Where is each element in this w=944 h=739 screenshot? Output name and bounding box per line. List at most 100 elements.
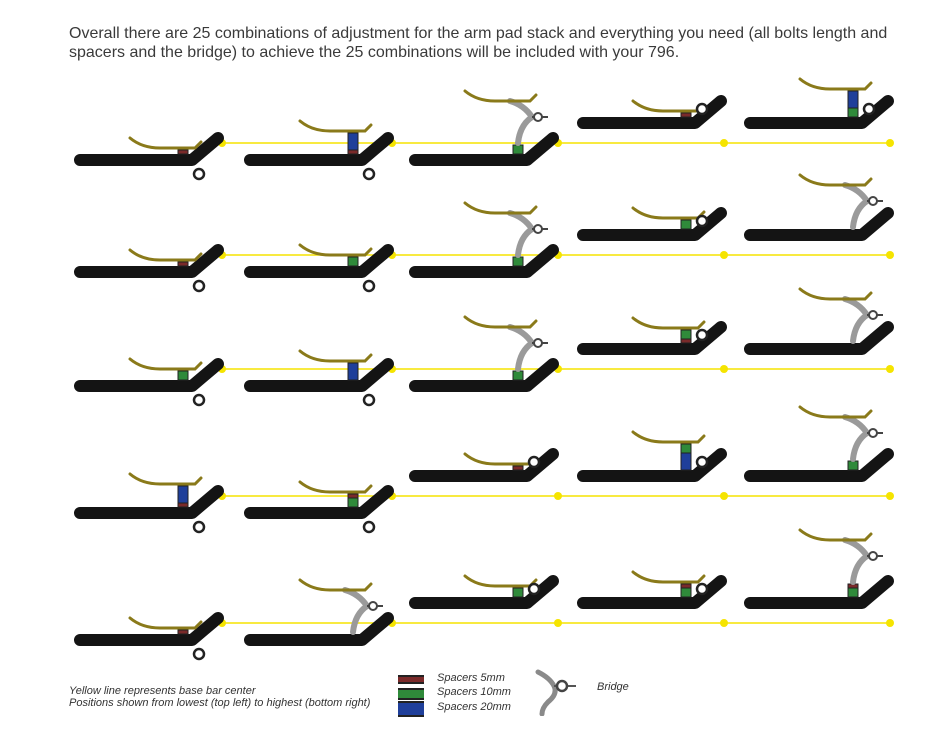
- spacer-5mm: [177, 502, 189, 508]
- adjust-knob: [695, 582, 709, 596]
- adjust-knob: [192, 520, 206, 534]
- base-bar-center-line: [218, 619, 894, 627]
- base-bar: [577, 207, 727, 241]
- arm-pad: [631, 206, 706, 220]
- arm-pad: [463, 452, 538, 466]
- armpad-configuration: [244, 480, 394, 534]
- spacer-10mm-swatch: [398, 688, 424, 700]
- spacer-20mm: [847, 90, 859, 109]
- arm-pad: [298, 480, 373, 494]
- armpad-configuration: [244, 578, 394, 646]
- spacer-10mm: [847, 460, 859, 471]
- spacer-5mm-swatch: [398, 675, 424, 684]
- legend-spacer-20mm: Spacers 20mm: [437, 701, 511, 713]
- spacer-10mm: [177, 370, 189, 381]
- adjust-knob: [527, 455, 541, 469]
- bridge-knob: [868, 310, 878, 320]
- base-bar: [744, 448, 894, 482]
- adjust-knob: [695, 214, 709, 228]
- adjust-knob: [192, 279, 206, 293]
- armpad-configuration: [577, 95, 727, 129]
- armpad-configuration: [74, 357, 224, 407]
- bridge: [507, 210, 537, 258]
- base-bar: [74, 132, 224, 166]
- base-bar: [74, 485, 224, 519]
- bridge: [342, 587, 372, 635]
- bridge-knob: [868, 551, 878, 561]
- armpad-configuration: [244, 119, 394, 181]
- bridge-knob: [533, 338, 543, 348]
- armpad-configuration: [74, 472, 224, 534]
- legend-spacer-5mm: Spacers 5mm: [437, 672, 505, 684]
- arm-pad: [631, 570, 706, 584]
- spacer-10mm: [847, 587, 859, 598]
- spacer-20mm-swatch: [398, 701, 424, 717]
- arm-pad: [463, 315, 538, 329]
- bridge: [842, 414, 872, 462]
- spacer-5mm: [177, 261, 189, 267]
- arm-pad: [128, 248, 203, 262]
- spacer-10mm: [512, 144, 524, 155]
- armpad-configuration: [744, 405, 894, 482]
- bridge-knob: [868, 428, 878, 438]
- arm-pad: [463, 201, 538, 215]
- base-bar: [244, 132, 394, 166]
- armpad-configuration: [577, 430, 727, 482]
- adjust-knob: [695, 102, 709, 116]
- spacer-10mm: [512, 587, 524, 598]
- base-bar-center-line: [218, 139, 894, 147]
- bridge: [842, 296, 872, 344]
- bridge: [842, 182, 872, 230]
- base-bar: [744, 321, 894, 355]
- armpad-configuration: [744, 77, 894, 129]
- spacer-10mm: [512, 256, 524, 267]
- arm-pad: [298, 578, 373, 592]
- arm-pad: [128, 136, 203, 150]
- adjust-knob: [362, 393, 376, 407]
- base-bar: [74, 244, 224, 278]
- spacer-10mm: [347, 497, 359, 508]
- spacer-5mm: [177, 149, 189, 155]
- bridge-legend-icon: [535, 669, 576, 716]
- adjust-knob: [695, 328, 709, 342]
- armpad-configuration: [244, 243, 394, 293]
- bridge: [507, 324, 537, 372]
- arm-pad: [463, 89, 538, 103]
- intro-text: Overall there are 25 combinations of adj…: [69, 24, 929, 62]
- base-bar: [409, 358, 559, 392]
- base-bar: [244, 244, 394, 278]
- base-bar: [244, 358, 394, 392]
- spacer-20mm: [347, 362, 359, 381]
- base-bar: [244, 612, 394, 646]
- adjust-knob: [192, 647, 206, 661]
- armpad-configuration: [744, 528, 894, 609]
- bridge-knob: [533, 112, 543, 122]
- footnote: Yellow line represents base bar center P…: [69, 685, 370, 709]
- legend-spacer-10mm: Spacers 10mm: [437, 686, 511, 698]
- armpad-configuration: [74, 132, 224, 181]
- spacer-20mm: [177, 485, 189, 504]
- base-bar: [577, 95, 727, 129]
- base-bar: [577, 321, 727, 355]
- base-bar-center-line: [218, 492, 894, 500]
- arm-pad: [798, 173, 873, 187]
- bridge: [507, 98, 537, 146]
- adjust-knob: [192, 393, 206, 407]
- footnote-line-1: Yellow line represents base bar center: [69, 685, 256, 697]
- armpad-configuration: [577, 570, 727, 609]
- arm-pad: [798, 287, 873, 301]
- adjust-knob: [192, 167, 206, 181]
- bridge-knob: [868, 196, 878, 206]
- armpad-configuration: [244, 349, 394, 407]
- arm-pad: [298, 119, 373, 133]
- bridge: [842, 537, 872, 585]
- armpad-configuration: [409, 574, 559, 609]
- base-bar-center-line: [218, 365, 894, 373]
- arm-pad: [128, 472, 203, 486]
- adjust-knob: [695, 455, 709, 469]
- armpad-configuration: [744, 287, 894, 355]
- base-bar: [74, 612, 224, 646]
- spacer-5mm: [680, 583, 692, 589]
- arm-pad: [298, 349, 373, 363]
